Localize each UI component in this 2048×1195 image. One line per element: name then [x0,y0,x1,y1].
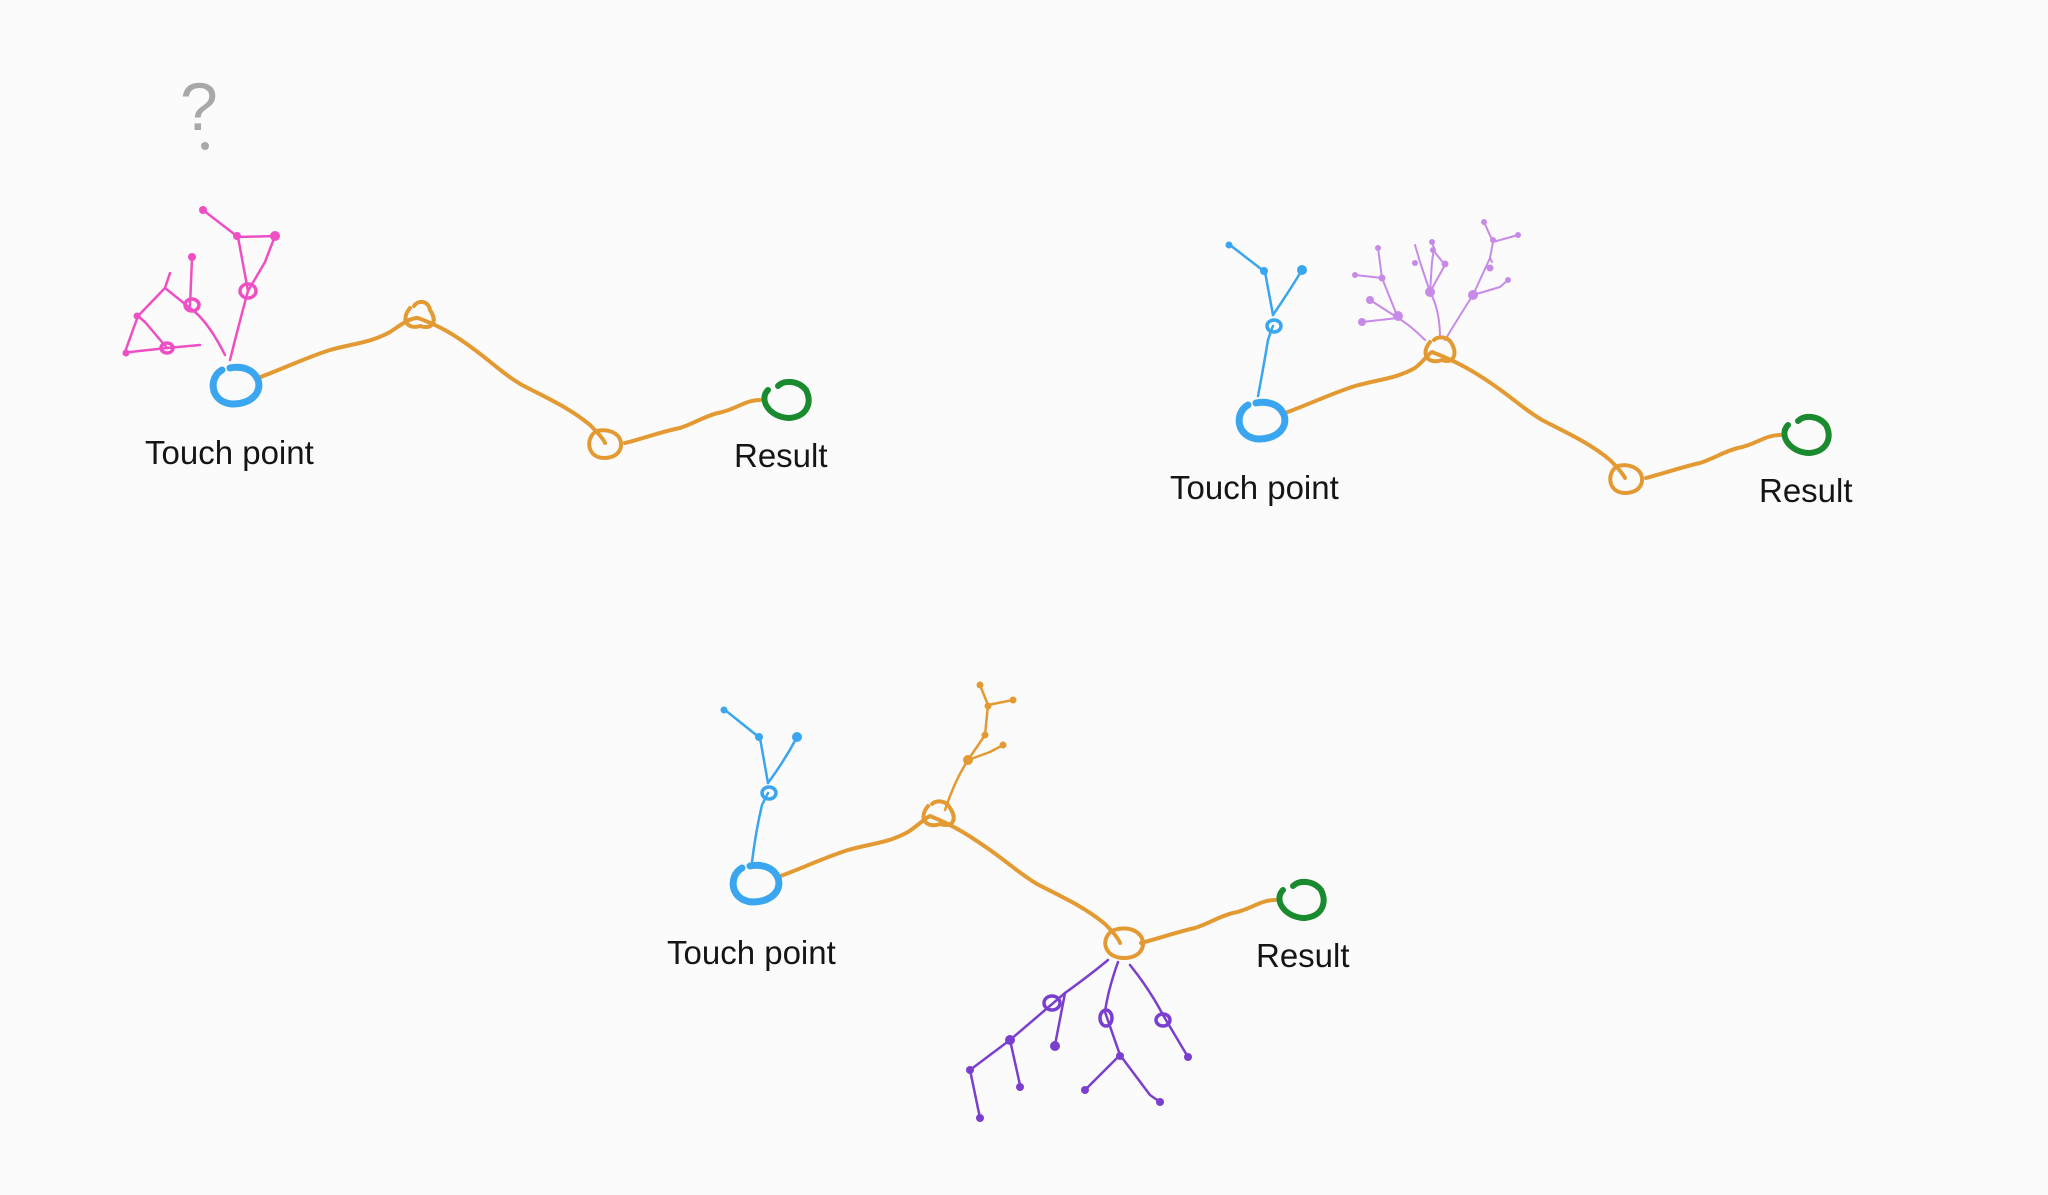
result-circle [1781,413,1832,456]
blue-branch-tree [723,708,799,864]
question-mark: ? [180,69,218,145]
main-path [1283,350,1782,480]
waypoint-1 [403,299,436,329]
pink-hollow-nodes [159,282,258,355]
waypoint-2 [587,428,624,460]
result-circle [761,378,812,421]
result-label: Result [1256,937,1350,974]
touch-point-label: Touch point [1170,469,1339,506]
main-path [776,814,1277,945]
touch-point-circle [1235,398,1289,443]
waypoint-1 [921,799,956,828]
touch-point-circle [729,861,783,906]
blue-nodes [720,706,802,742]
diagram-3: Touch point Result [667,681,1350,1122]
blue-nodes [1225,241,1307,275]
purple-branch-tree [968,958,1190,1120]
blue-hollow-node [1265,318,1283,334]
lavender-nodes [1352,219,1521,326]
touch-point-label: Touch point [667,934,836,971]
result-label: Result [1759,472,1853,509]
waypoint-2 [1103,926,1145,960]
waypoint-2 [1608,463,1645,495]
purple-nodes [966,1035,1192,1122]
purple-hollow-nodes [1042,994,1172,1028]
touch-point-circle [209,363,263,408]
result-circle [1276,878,1327,921]
diagram-1: ? [122,69,828,474]
waypoint-1 [1423,335,1457,364]
main-path [256,316,762,445]
touch-point-label: Touch point [145,434,314,471]
blue-hollow-node [760,785,778,801]
question-mark-dot [201,142,209,150]
diagram-2: Touch point Result [1170,219,1853,509]
result-label: Result [734,437,828,474]
orange-nodes [963,681,1017,765]
pink-nodes [122,206,280,357]
